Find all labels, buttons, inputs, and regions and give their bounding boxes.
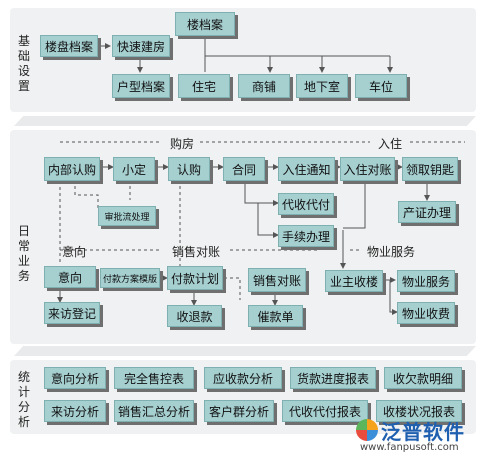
node-cuikuan-dan: 催款单 [248,305,303,327]
stat-yixiang-fenxi: 意向分析 [44,367,106,389]
node-ruzhu-tongzhi: 入住通知 [278,157,335,181]
node-laifang-dengji: 来访登记 [44,302,100,324]
node-wuye-fuwu: 物业服务 [397,270,455,292]
label-yixiang: 意向 [62,245,87,259]
stat-shouqian-mingxi: 收欠款明细 [384,367,462,389]
node-loupan-dangan: 楼盘档案 [40,35,98,57]
logo-icon [356,419,378,441]
node-yixiang: 意向 [44,266,96,288]
node-daishou-daifu: 代收代付 [278,193,334,215]
label-ruzhu: 入住 [378,137,403,151]
section-label-daily: 日常业务 [17,224,30,283]
node-shouxu-banli: 手续办理 [278,225,334,247]
node-kuaisu-jianfang: 快速建房 [112,35,170,57]
node-chanzheng-banli: 产证办理 [398,201,456,223]
node-shou-tuikuan: 收退款 [167,305,222,327]
node-fukuan-jihua: 付款计划 [167,266,223,290]
stat-daishou-daifu: 代收代付报表 [282,400,368,422]
label-xiaoshou-duizhang: 销售对账 [172,245,221,259]
node-ruzhu-duizhang: 入住对账 [340,157,395,181]
node-lingqu-yaoshi: 领取钥匙 [402,157,458,181]
stat-yingshoukuan: 应收款分析 [204,367,282,389]
stat-laifang-fenxi: 来访分析 [44,400,106,422]
fanpu-logo: 泛普软件 www.fanpusoft.com [356,417,476,455]
stat-wanquan-shoukong: 完全售控表 [114,367,194,389]
node-xiaoding: 小定 [113,157,155,181]
node-huxing-dangan: 户型档案 [112,74,170,98]
stat-kehuqun: 客户群分析 [204,400,274,422]
node-xiaoshou-duizhang: 销售对账 [248,268,306,292]
node-wuye-shoufei: 物业收费 [397,302,455,324]
divider-stripe [14,116,476,126]
node-shangpu: 商铺 [238,74,290,98]
node-yezhu-shoulou: 业主收楼 [325,270,383,292]
label-wuye-fuwu: 物业服务 [367,245,416,259]
section-label-stats: 统计分析 [17,370,30,429]
stat-huokuan-jindu: 货款进度报表 [290,367,376,389]
node-neibu-rengou: 内部认购 [44,157,100,181]
logo-name: 泛普软件 [381,420,465,444]
node-zhuzhai: 住宅 [178,74,230,98]
section-label-basic: 基础设置 [17,34,30,93]
logo-url: www.fanpusoft.com [360,442,459,453]
divider-stripe [14,346,476,356]
node-shenpi-liu: 审批流处理 [98,206,156,226]
label-goufang: 购房 [170,137,195,151]
stat-xiaoshou-huizong: 销售汇总分析 [114,400,194,422]
node-dixiashi: 地下室 [296,74,348,98]
node-lou-dangan: 楼档案 [175,12,235,36]
node-rengou: 认购 [168,157,210,181]
node-chewei: 车位 [355,74,407,98]
node-hetong: 合同 [223,157,265,181]
node-fukuan-fangan: 付款方案模版 [100,268,160,288]
stat-shoulou-zhuangkuang: 收楼状况报表 [376,400,462,422]
